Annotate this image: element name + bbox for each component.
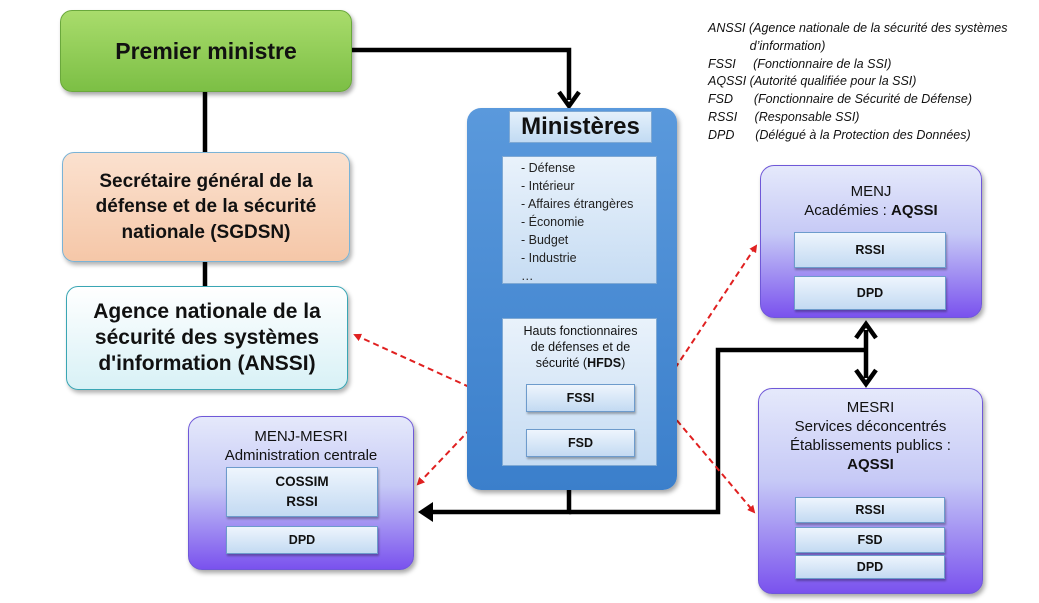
anssi-line: sécurité des systèmes	[94, 325, 320, 349]
ministeres-list-item: - Industrie	[521, 251, 577, 265]
dashed-fssi-mesri	[662, 403, 756, 514]
line-ministeres-admin	[432, 490, 572, 515]
mesri-line: Établissements publics :	[790, 437, 951, 454]
anssi-line: d'information (ANSSI)	[98, 352, 316, 376]
admin-dpd-box: DPD	[226, 526, 378, 554]
hfds-line: sécurité (HFDS)	[508, 355, 653, 371]
menj-rssi-label: RSSI	[855, 243, 885, 257]
admin-header: MENJ-MESRI Administration centrale	[188, 427, 414, 465]
ministeres-list-item: …	[521, 269, 534, 283]
fssi-box: FSSI	[526, 384, 635, 412]
mesri-header: MESRI Services déconcentrés Établissemen…	[758, 398, 983, 474]
line-pm-ministeres	[352, 47, 572, 100]
arrow-down-mesri	[854, 368, 878, 388]
arrow-to-admin	[418, 502, 433, 522]
fssi-label: FSSI	[566, 391, 595, 405]
admin-rssi-label: RSSI	[286, 494, 318, 509]
legend-entry: ANSSI (Agence nationale de la sécurité d…	[708, 21, 1008, 35]
premier-ministre-box: Premier ministre	[60, 10, 352, 92]
hfds-description: Hauts fonctionnaires de défenses et de s…	[508, 323, 653, 371]
ministeres-list: - Défense - Intérieur - Affaires étrangè…	[502, 156, 657, 284]
sgdsn-box: Secrétaire général de la défense et de l…	[62, 152, 350, 262]
ministeres-title-text: Ministères	[521, 113, 640, 140]
fsd-box: FSD	[526, 429, 635, 457]
cossim-label: COSSIM	[275, 474, 329, 489]
hfds-line-suffix: )	[621, 356, 626, 370]
hfds-line-prefix: sécurité (	[535, 356, 588, 370]
hfds-abbr: HFDS	[587, 356, 622, 370]
legend-entry: DPD (Délégué à la Protection des Données…	[708, 127, 971, 142]
admin-line: MENJ-MESRI	[254, 428, 348, 445]
hfds-line: Hauts fonctionnaires	[523, 324, 638, 338]
mesri-dpd-box: DPD	[795, 555, 945, 579]
anssi-box: Agence nationale de la sécurité des syst…	[66, 286, 348, 390]
abbreviation-legend: ANSSI (Agence nationale de la sécurité d…	[708, 20, 1033, 145]
ministeres-list-item: - Économie	[521, 215, 585, 229]
menj-dpd-label: DPD	[856, 286, 884, 300]
menj-subtitle-text: Académies :	[804, 202, 892, 219]
hierarchy-arrowheads	[557, 90, 878, 388]
legend-entry: FSSI (Fonctionnaire de la SSI)	[708, 56, 892, 71]
anssi-line: Agence nationale de la	[93, 299, 321, 323]
mesri-aqssi: AQSSI	[847, 456, 894, 473]
mesri-line: Services déconcentrés	[794, 418, 947, 435]
menj-header: MENJ Académies : AQSSI	[760, 182, 982, 220]
arrow-up-menj	[854, 320, 878, 340]
mesri-dpd-label: DPD	[856, 560, 884, 574]
legend-entry: FSD (Fonctionnaire de Sécurité de Défens…	[708, 92, 973, 107]
menj-title: MENJ	[850, 183, 892, 200]
mesri-line: MESRI	[846, 399, 895, 416]
mesri-rssi-box: RSSI	[795, 497, 945, 523]
dashed-fssi-menj	[662, 244, 758, 387]
sgdsn-line: nationale (SGDSN)	[121, 221, 291, 243]
legend-entry: d’information)	[708, 38, 826, 53]
sgdsn-line: Secrétaire général de la	[99, 170, 313, 192]
menj-dpd-box: DPD	[794, 276, 946, 310]
arrow-to-ministeres	[557, 90, 581, 110]
menj-subtitle: Académies : AQSSI	[760, 201, 982, 220]
legend-entry: AQSSI (Autorité qualifiée pour la SSI)	[708, 74, 917, 89]
menj-rssi-box: RSSI	[794, 232, 946, 268]
admin-line: Administration centrale	[224, 447, 378, 464]
admin-dpd-label: DPD	[288, 533, 316, 547]
mesri-rssi-label: RSSI	[855, 503, 885, 517]
legend-entry: RSSI (Responsable SSI)	[708, 109, 860, 124]
ministeres-list-item: - Budget	[521, 233, 569, 247]
menj-aqssi: AQSSI	[891, 202, 938, 219]
premier-ministre-label: Premier ministre	[115, 37, 297, 64]
ministeres-title: Ministères	[509, 111, 652, 143]
mesri-fsd-label: FSD	[857, 533, 883, 547]
mesri-fsd-box: FSD	[795, 527, 945, 553]
ministeres-list-item: - Intérieur	[521, 179, 575, 193]
hfds-line: de défenses et de	[530, 340, 631, 354]
ministeres-list-item: - Défense	[521, 161, 576, 175]
ministeres-list-item: - Affaires étrangères	[521, 197, 634, 211]
cossim-rssi-box: COSSIM RSSI	[226, 467, 378, 517]
sgdsn-line: défense et de la sécurité	[95, 196, 317, 218]
fsd-label: FSD	[568, 436, 593, 450]
